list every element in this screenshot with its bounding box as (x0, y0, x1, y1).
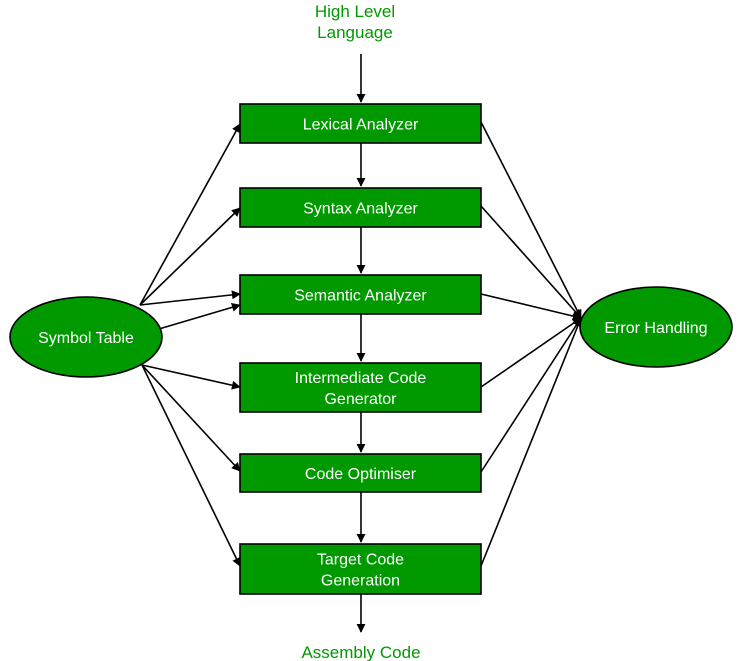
input-label-line-2: Language (317, 23, 393, 42)
edge-symbol-table-to-phase (139, 123, 241, 306)
input-label-line-1: High Level (315, 2, 395, 21)
phase-target-box (239, 543, 482, 595)
symbol-table-node: Symbol Table (9, 296, 163, 378)
phase-intermediate-box (239, 362, 482, 413)
phase-target-label: Generation (321, 573, 400, 590)
edge-symbol-table-to-phase (141, 364, 241, 567)
phase-optimiser-label: Code Optimiser (305, 466, 417, 483)
error-handling-ellipse (579, 286, 733, 368)
phase-syntax-label: Syntax Analyzer (303, 201, 418, 218)
edge-syntax-to-error-handling (480, 205, 582, 319)
phase-optimiser-box (239, 453, 482, 493)
symbol-table-label: Symbol Table (38, 330, 134, 347)
symbol-table-ellipse (9, 296, 163, 378)
edge-symbol-table-to-phase (141, 364, 241, 472)
error-handling-node: Error Handling (579, 286, 733, 368)
phase-semantic-label: Semantic Analyzer (294, 288, 427, 305)
edge-semantic-to-error-handling (480, 293, 582, 321)
phase-target-label: Target Code (317, 552, 404, 569)
edge-symbol-table-to-phase (141, 364, 241, 390)
phase-lexical: Lexical Analyzer (239, 103, 482, 144)
edge-intermediate-to-error-handling (480, 317, 582, 388)
edge-symbol-table-to-phase (139, 290, 241, 306)
phase-intermediate-label: Intermediate Code (295, 370, 427, 387)
phase-lexical-box (239, 103, 482, 144)
edge-target-to-error-handling (480, 317, 583, 567)
edge-lexical-to-error-handling (480, 121, 582, 319)
error-handling-label: Error Handling (604, 320, 707, 337)
phase-lexical-label: Lexical Analyzer (303, 117, 419, 134)
phase-syntax: Syntax Analyzer (239, 187, 482, 228)
phase-intermediate-label: Generator (324, 391, 397, 408)
edge-optimiser-to-error-handling (480, 317, 582, 473)
phase-optimiser: Code Optimiser (239, 453, 482, 493)
output-label: Assembly Code (301, 643, 420, 661)
phase-semantic: Semantic Analyzer (239, 274, 482, 315)
phase-syntax-box (239, 187, 482, 228)
phase-semantic-box (239, 274, 482, 315)
edge-symbol-table-to-phase (139, 207, 241, 306)
